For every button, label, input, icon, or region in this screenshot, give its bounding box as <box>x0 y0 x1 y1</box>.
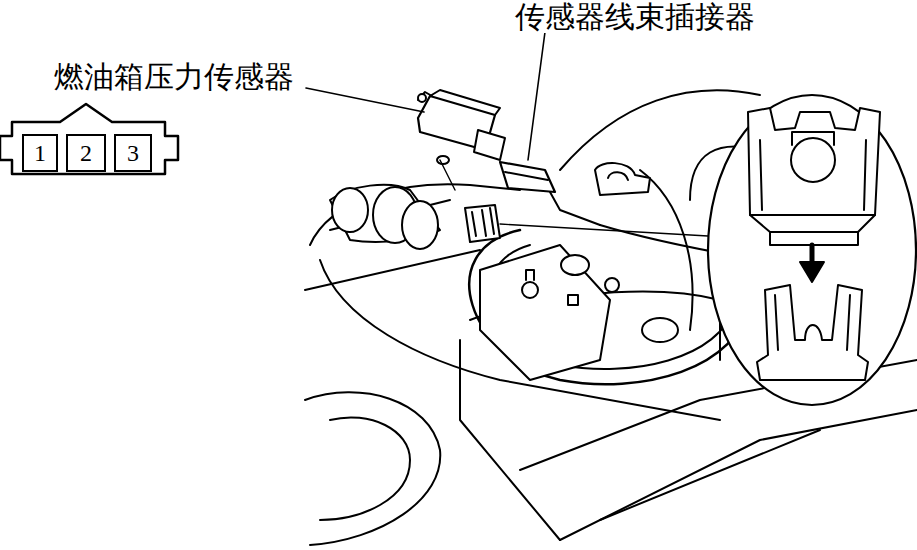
connector-pin: 2 <box>66 134 106 172</box>
connector-pin: 3 <box>114 134 152 172</box>
connector-pin: 1 <box>22 134 58 172</box>
pin-number: 3 <box>127 141 139 165</box>
pin-number: 2 <box>80 141 92 165</box>
pin-number: 1 <box>34 141 46 165</box>
part-label: 燃油箱压力传感器 <box>52 60 296 93</box>
part-label: 传感器线束插接器 <box>513 0 757 33</box>
